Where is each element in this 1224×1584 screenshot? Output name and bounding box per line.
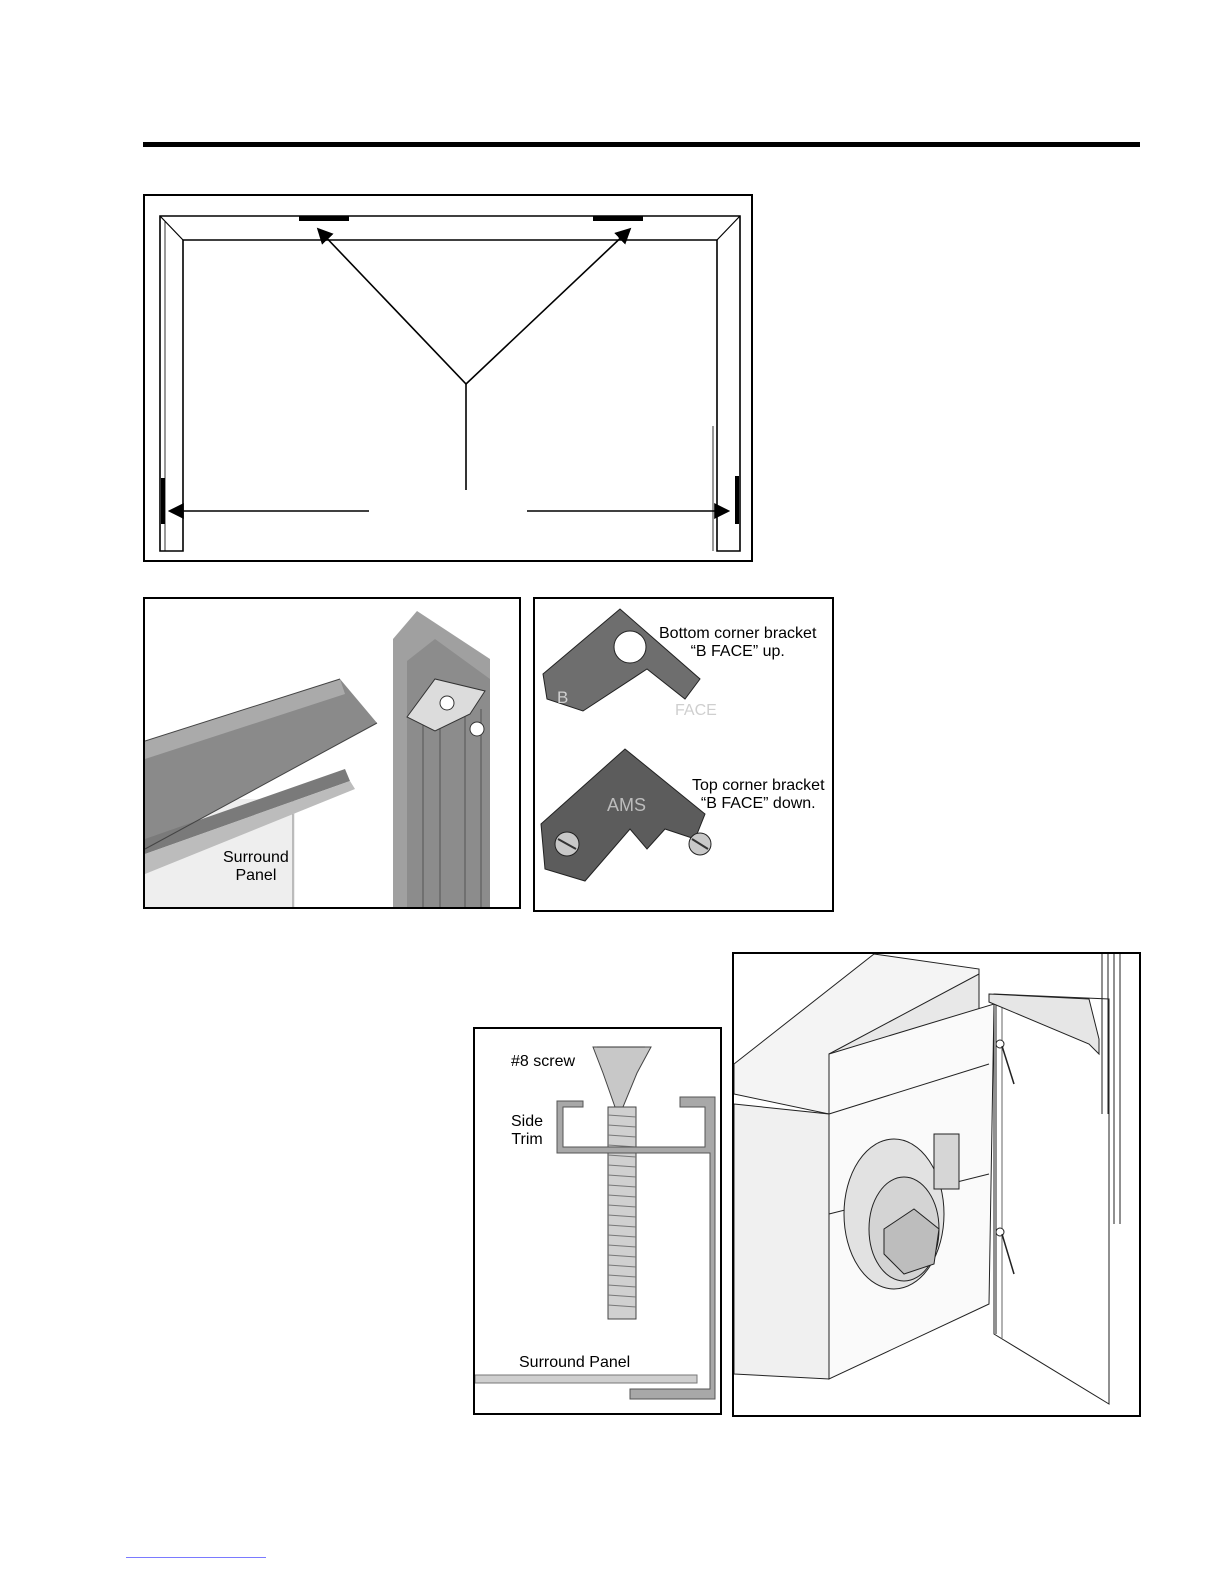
- surround-panel-label: Surround Panel: [223, 849, 289, 885]
- firebox-installation-drawing: [732, 952, 1141, 1417]
- trim-frame-diagram: [143, 194, 753, 562]
- screw-label: #8 screw: [511, 1053, 575, 1071]
- top-clip-left: [299, 216, 349, 221]
- side-trim-label: Side Trim: [511, 1113, 543, 1149]
- side-panel: [994, 994, 1109, 1404]
- footer-rule: [126, 1557, 266, 1558]
- header-rule: [143, 142, 1140, 147]
- screw-cross-section: #8 screw Side Trim Surround Panel: [473, 1027, 722, 1415]
- frame-miter-right: [717, 216, 740, 240]
- side-clip-left: [161, 478, 165, 524]
- top-bracket-label: Top corner bracket “B FACE” down.: [692, 777, 825, 813]
- trim-frame-svg: [145, 196, 751, 560]
- corner-brackets-photo: B FACE AMS Bottom corner bracket “B FACE…: [533, 597, 834, 912]
- frame-outline: [160, 216, 740, 551]
- surround-panel-label-2: Surround Panel: [519, 1354, 630, 1372]
- bracket-mark-face: FACE: [675, 702, 717, 719]
- trim-joint-illustration: Surround Panel: [143, 597, 521, 909]
- bracket-mark-ams: AMS: [607, 795, 646, 815]
- trim-joint-svg: [145, 599, 519, 907]
- top-clip-right: [593, 216, 643, 221]
- arrow-top-right: [466, 230, 629, 384]
- screw-head: [593, 1047, 651, 1107]
- bottom-bracket-label: Bottom corner bracket “B FACE” up.: [659, 625, 816, 661]
- top-corner-bracket: [541, 749, 705, 881]
- arrow-top-left: [319, 230, 466, 384]
- surround-panel-strip: [475, 1375, 697, 1383]
- bracket-mark-b: B: [557, 688, 568, 707]
- firebox-drawing-svg: [734, 954, 1139, 1415]
- side-clip-right: [735, 476, 739, 524]
- frame-miter-left: [160, 216, 183, 240]
